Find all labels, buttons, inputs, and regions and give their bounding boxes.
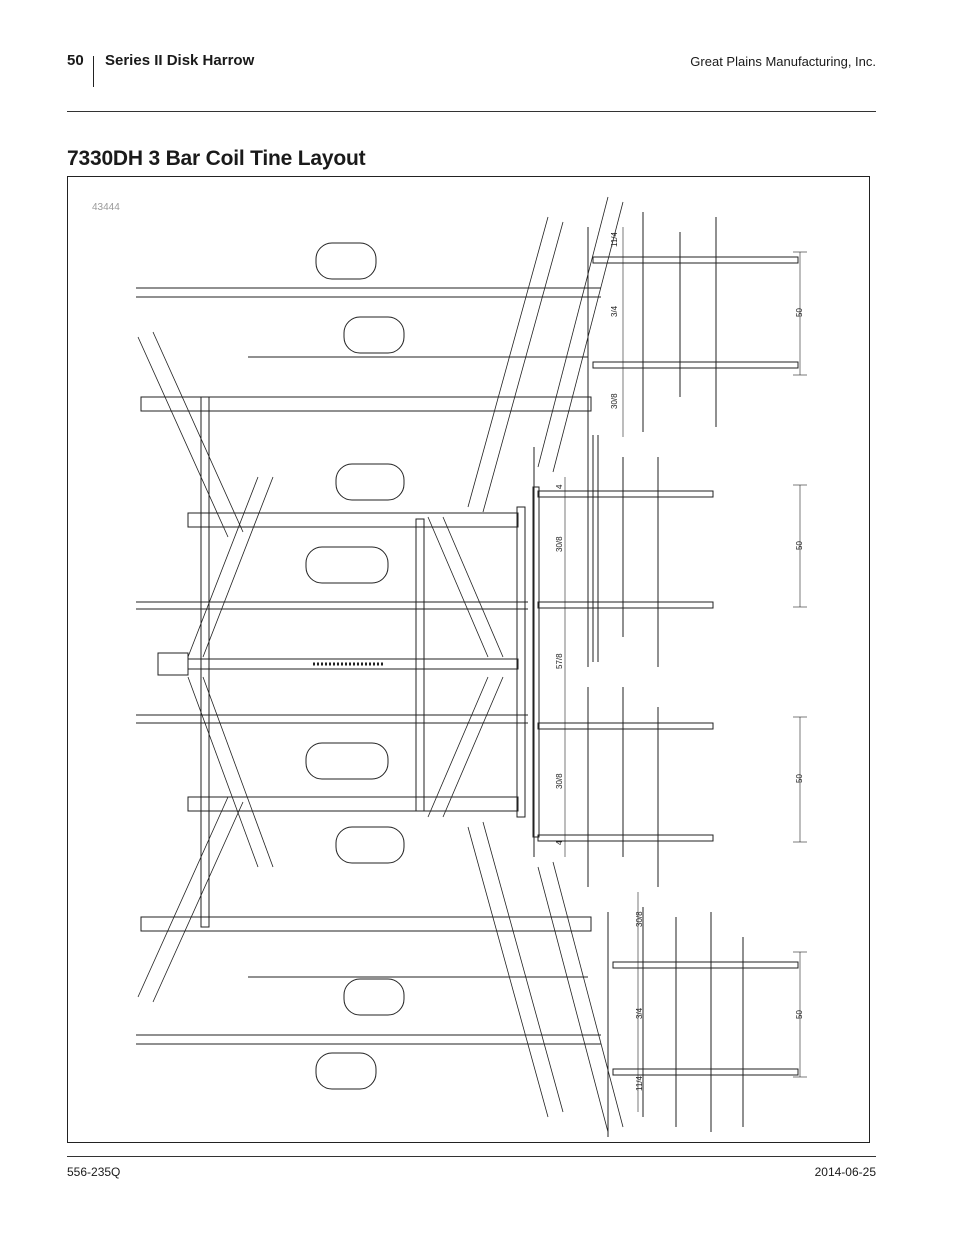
footer-rule xyxy=(67,1156,876,1157)
dimension-labels: 11/4 3/4 30/8 4 30/8 57/8 30/8 4 30/8 3/… xyxy=(555,231,804,1091)
dimension-label: 3/4 xyxy=(635,1007,644,1019)
dimension-label: 50 xyxy=(795,1010,804,1019)
company-name: Great Plains Manufacturing, Inc. xyxy=(690,54,876,69)
header-rule xyxy=(67,111,876,112)
dimension-label: 30/8 xyxy=(555,773,564,789)
figure-id: 43444 xyxy=(92,202,120,213)
dimension-label: 3/4 xyxy=(610,305,619,317)
page-number: 50 xyxy=(67,52,84,69)
harrow-layout-drawing: 11/4 3/4 30/8 4 30/8 57/8 30/8 4 30/8 3/… xyxy=(136,196,807,1137)
dimension-lines xyxy=(564,227,807,1112)
dimension-label: 11/4 xyxy=(635,1075,644,1091)
dimension-label: 11/4 xyxy=(610,231,619,247)
dimension-label: 30/8 xyxy=(635,911,644,927)
figure-frame: 11/4 3/4 30/8 4 30/8 57/8 30/8 4 30/8 3/… xyxy=(67,176,870,1143)
dimension-label: 4 xyxy=(555,484,564,489)
dimension-label: 50 xyxy=(795,541,804,550)
section-title: Series II Disk Harrow xyxy=(105,52,255,69)
dimension-label: 57/8 xyxy=(555,653,564,669)
dimension-label: 50 xyxy=(795,308,804,317)
dimension-label: 30/8 xyxy=(555,536,564,552)
dimension-label: 50 xyxy=(795,774,804,783)
page-title: 7330DH 3 Bar Coil Tine Layout xyxy=(67,147,366,170)
frame-beams xyxy=(136,287,601,1045)
header-divider xyxy=(93,56,94,87)
dimension-label: 4 xyxy=(555,840,564,845)
coil-tine-bars xyxy=(533,212,799,1137)
dimension-label: 30/8 xyxy=(610,393,619,409)
hitch-assembly xyxy=(157,652,383,676)
disk-gangs xyxy=(137,196,624,1133)
wheels xyxy=(305,242,405,1090)
document-number: 556-235Q xyxy=(67,1165,121,1179)
document-date: 2014-06-25 xyxy=(814,1165,876,1179)
